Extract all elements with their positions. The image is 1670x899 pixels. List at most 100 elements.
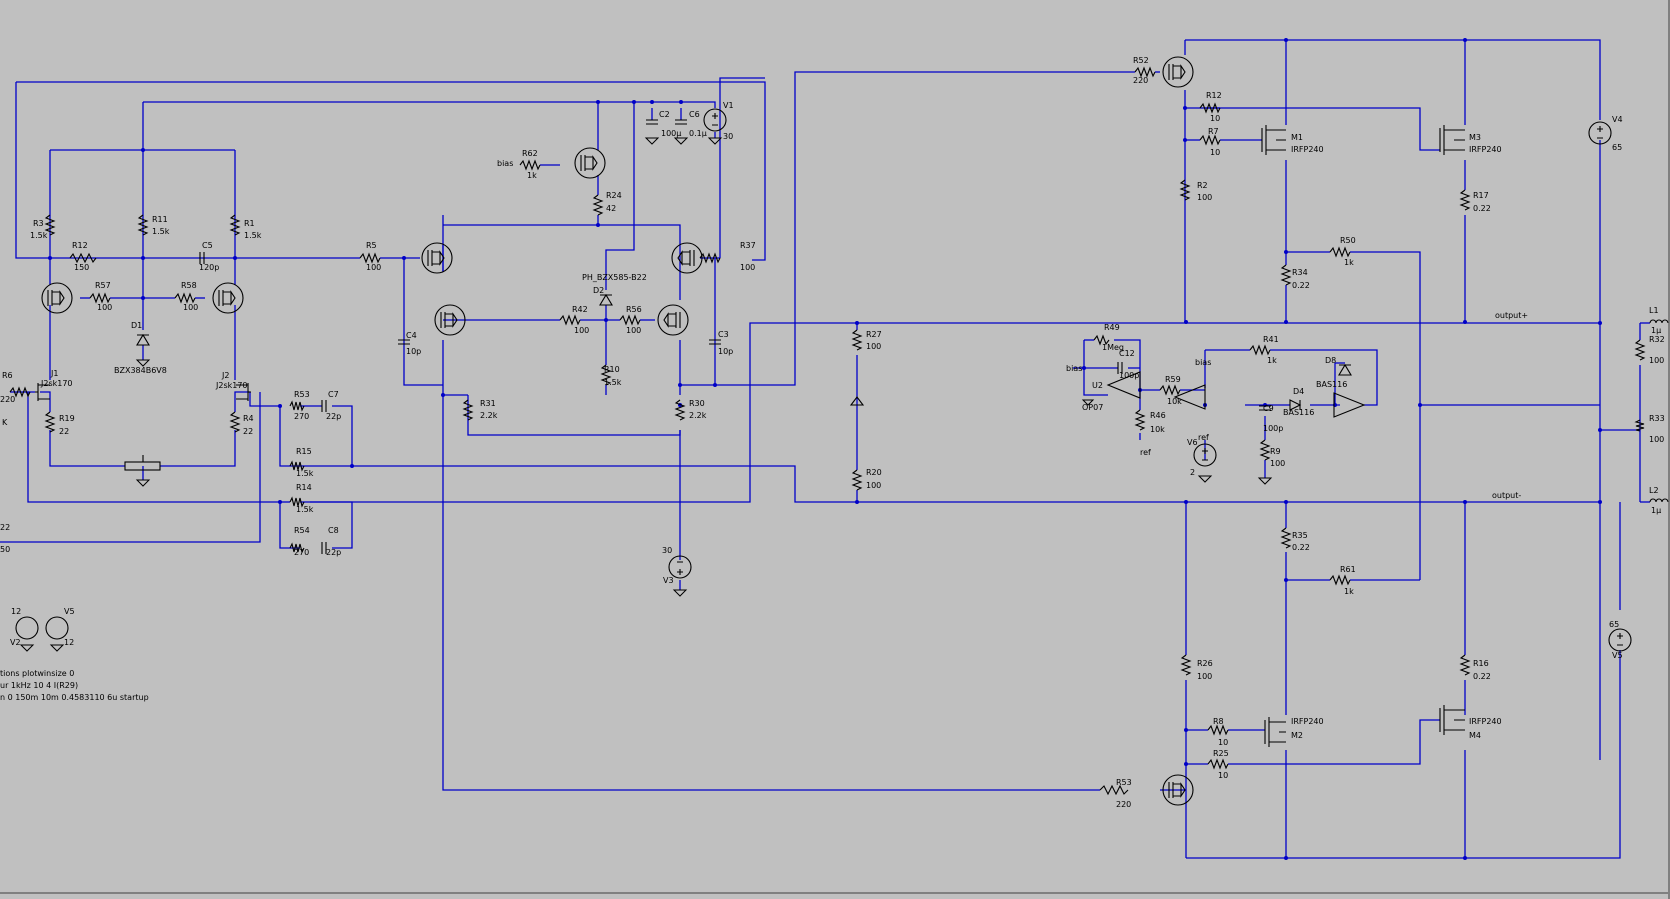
label-r26v: 100: [1197, 672, 1212, 681]
label-r15: R15: [296, 447, 312, 456]
label-c7: C7: [328, 390, 339, 399]
label-r14v: 1.5k: [296, 505, 314, 514]
label-c4v: 10p: [406, 347, 421, 356]
label-r12bv: 150: [74, 263, 89, 272]
label-l1v: 1µ: [1651, 326, 1661, 335]
label-c6: C6: [689, 110, 700, 119]
label-v3b: V3: [663, 576, 674, 585]
inductors: [1649, 319, 1669, 503]
label-r54: R54: [294, 526, 310, 535]
label-v5c: 12: [64, 638, 74, 647]
label-c8v: 22p: [326, 548, 341, 557]
junction-dots: [48, 38, 1602, 860]
label-r9v: 100: [1270, 459, 1285, 468]
label-r61: R61: [1340, 565, 1356, 574]
label-r11v: 1.5k: [152, 227, 170, 236]
label-r8: R8: [1213, 717, 1224, 726]
label-r1: R1: [244, 219, 255, 228]
label-r50: R50: [1340, 236, 1356, 245]
label-m1t: IRFP240: [1291, 145, 1324, 154]
voltage-sources: [15, 108, 1632, 652]
label-r4: R4: [243, 414, 254, 423]
label-r12b: R12: [72, 241, 88, 250]
label-r7: R7: [1208, 127, 1219, 136]
label-r14: R14: [296, 483, 312, 492]
label-v3a: 30: [662, 546, 672, 555]
label-c9v: 100p: [1263, 424, 1283, 433]
label-r37v: 100: [740, 263, 755, 272]
label-r42v: 100: [574, 326, 589, 335]
label-r57v: 100: [97, 303, 112, 312]
label-r25v: 10: [1218, 771, 1228, 780]
grounds: [19, 137, 1273, 652]
label-r10: R10: [604, 365, 620, 374]
label-r31: R31: [480, 399, 496, 408]
label-r8v: 10: [1218, 738, 1228, 747]
label-r53: R53: [1116, 778, 1132, 787]
label-j1: J1: [50, 369, 58, 378]
label-r20: R20: [866, 468, 882, 477]
label-v5b: V5: [1612, 651, 1623, 660]
label-l2: L2: [1649, 486, 1659, 495]
label-r27v: 100: [866, 342, 881, 351]
label-c3v: 10p: [718, 347, 733, 356]
mosfets: [35, 56, 1465, 806]
label-r6: R6: [2, 371, 13, 380]
label-r3v: 1.5k: [30, 231, 48, 240]
label-sp1: tions plotwinsize 0: [0, 669, 74, 678]
label-r5v: 100: [366, 263, 381, 272]
label-r32: R32: [1649, 335, 1665, 344]
label-r35: R35: [1292, 531, 1308, 540]
label-v1: V1: [723, 101, 734, 110]
label-r16v: 0.22: [1473, 672, 1491, 681]
label-d8: D8: [1325, 356, 1336, 365]
label-r49v: 1Meg: [1102, 343, 1124, 352]
label-r26: R26: [1197, 659, 1213, 668]
label-r19v: 22: [59, 427, 69, 436]
label-r12a: R12: [1206, 91, 1222, 100]
label-v2a: 12: [11, 607, 21, 616]
label-refv: ref: [1198, 433, 1209, 442]
label-j2t: J2sk170: [215, 381, 248, 390]
label-r62: R62: [522, 149, 538, 158]
label-r57: R57: [95, 281, 111, 290]
label-r37: R37: [740, 241, 756, 250]
label-m2: M2: [1291, 731, 1303, 740]
label-c7v: 22p: [326, 412, 341, 421]
label-c9: C9: [1263, 404, 1274, 413]
label-v5a: V5: [64, 607, 75, 616]
label-v5bv: 65: [1609, 620, 1619, 629]
label-r19: R19: [59, 414, 75, 423]
label-v4: V4: [1612, 115, 1623, 124]
opamps: [1106, 371, 1366, 418]
label-r41: R41: [1263, 335, 1279, 344]
label-r58v: 100: [183, 303, 198, 312]
label-r33b: R33: [1649, 414, 1665, 423]
label-r6v: 220: [0, 395, 15, 404]
label-r56v: 100: [626, 326, 641, 335]
label-r4v: 22: [243, 427, 253, 436]
label-r20v: 100: [866, 481, 881, 490]
label-biasl: bias: [1066, 364, 1082, 373]
label-biasv: bias: [1195, 358, 1211, 367]
label-c12: C12: [1119, 349, 1135, 358]
label-m3t: IRFP240: [1469, 145, 1502, 154]
label-r12av: 10: [1210, 114, 1220, 123]
label-r16: R16: [1473, 659, 1489, 668]
label-c5v: 120p: [199, 263, 219, 272]
label-r24: R24: [606, 191, 622, 200]
label-r42: R42: [572, 305, 588, 314]
label-r25: R25: [1213, 749, 1229, 758]
label-m4t: IRFP240: [1469, 717, 1502, 726]
label-bas2: BAS116: [1283, 408, 1314, 417]
label-r33bv: 100: [1649, 435, 1664, 444]
label-r10v: 1.5k: [604, 378, 622, 387]
label-r3: R3: [33, 219, 44, 228]
label-v6: V6: [1187, 438, 1198, 447]
label-r5: R5: [366, 241, 377, 250]
label-j2: J2: [221, 371, 229, 380]
label-sp2: ur 1kHz 10 4 I(R29): [0, 681, 78, 690]
label-r59v: 10k: [1167, 397, 1182, 406]
label-r53v: 220: [1116, 800, 1131, 809]
